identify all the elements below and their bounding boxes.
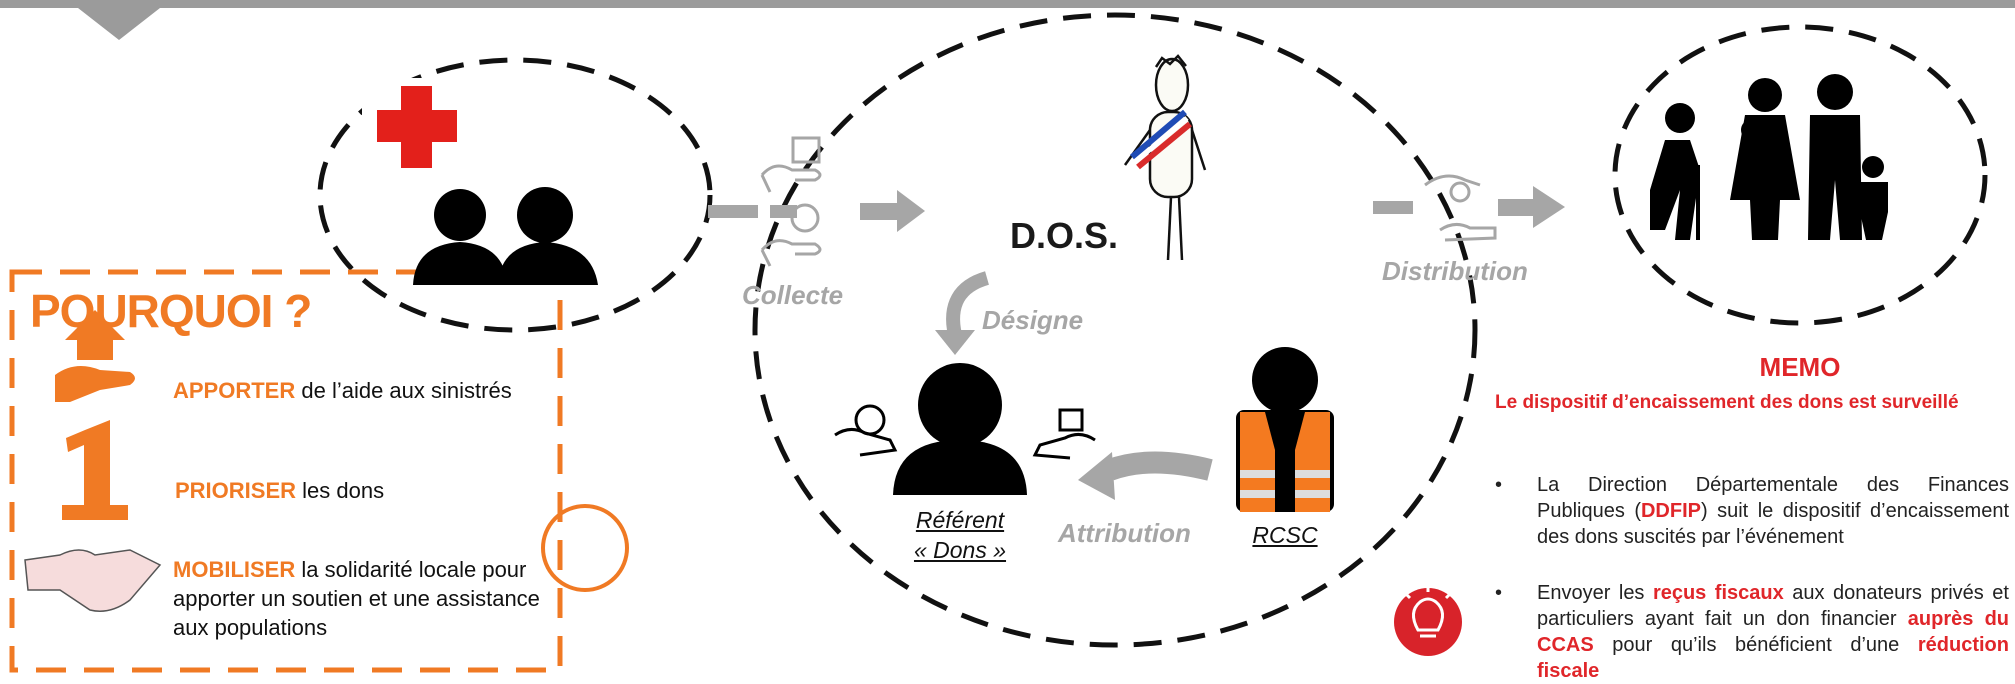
pourquoi-box: [9, 269, 563, 673]
center-circle: [752, 12, 1478, 648]
question-icon: [541, 504, 629, 592]
donors-icon: [413, 187, 598, 285]
designe-arrow: [946, 271, 990, 337]
house-hand-icon: [55, 310, 135, 402]
reason-text: la solidarité locale pour apporter un so…: [173, 557, 540, 640]
referent-hands-icon: [834, 404, 1096, 460]
number-one-icon: [62, 420, 128, 520]
giving-hands-icon: [1424, 174, 1497, 242]
reason-mobiliser: MOBILISER la solidarité locale pour appo…: [173, 555, 558, 642]
reason-text: de l’aide aux sinistrés: [295, 378, 512, 403]
rcsc-label: RCSC: [1252, 522, 1318, 548]
handshake-icon: [24, 549, 162, 612]
donation-hands-icon: [760, 136, 822, 267]
pourquoi-title: POURQUOI ?: [30, 285, 312, 337]
distribution-arrow: [1533, 186, 1565, 228]
lightbulb-icon: [1394, 588, 1462, 656]
tricolor-sash: [1130, 109, 1192, 170]
rcsc-vest-icon: [1236, 347, 1334, 512]
reason-keyword: APPORTER: [173, 378, 296, 403]
donors-circle: [317, 57, 713, 333]
referent-label: Référent « Dons »: [880, 505, 1040, 565]
memo-subtitle: Le dispositif d’encaissement des dons es…: [1495, 392, 1959, 413]
memo-bullet-ddfip: La Direction Départementale des Finances…: [1537, 474, 2010, 548]
bullet-dot: •: [1495, 474, 1503, 496]
referent-line1: Référent: [915, 507, 1005, 533]
bullet-dot: •: [1495, 582, 1503, 604]
attribution-label: Attribution: [1058, 518, 1191, 548]
reason-keyword: PRIORISER: [175, 478, 297, 503]
family-icon: [1650, 74, 1888, 240]
referent-icon: [893, 363, 1027, 495]
collecte-arrow: [897, 190, 925, 232]
distribution-label: Distribution: [1382, 256, 1528, 286]
collecte-label: Collecte: [742, 280, 844, 310]
tab-notch: [78, 8, 160, 40]
memo-bullet-recus: Envoyer les reçus fiscaux aux donateurs …: [1537, 582, 2010, 682]
reason-keyword: MOBILISER: [173, 557, 296, 582]
reason-apporter: APPORTER de l’aide aux sinistrés: [173, 376, 573, 405]
designe-label: Désigne: [982, 305, 1084, 335]
memo-title: MEMO: [1759, 352, 1841, 382]
attribution-arrow: [1106, 451, 1213, 481]
reason-prioriser: PRIORISER les dons: [175, 476, 555, 505]
top-bar: [0, 0, 2015, 8]
beneficiaries-circle: [1612, 24, 1988, 326]
referent-line2: « Dons »: [913, 537, 1007, 563]
dos-label: D.O.S.: [1010, 215, 1119, 256]
reason-text: les dons: [296, 478, 385, 503]
